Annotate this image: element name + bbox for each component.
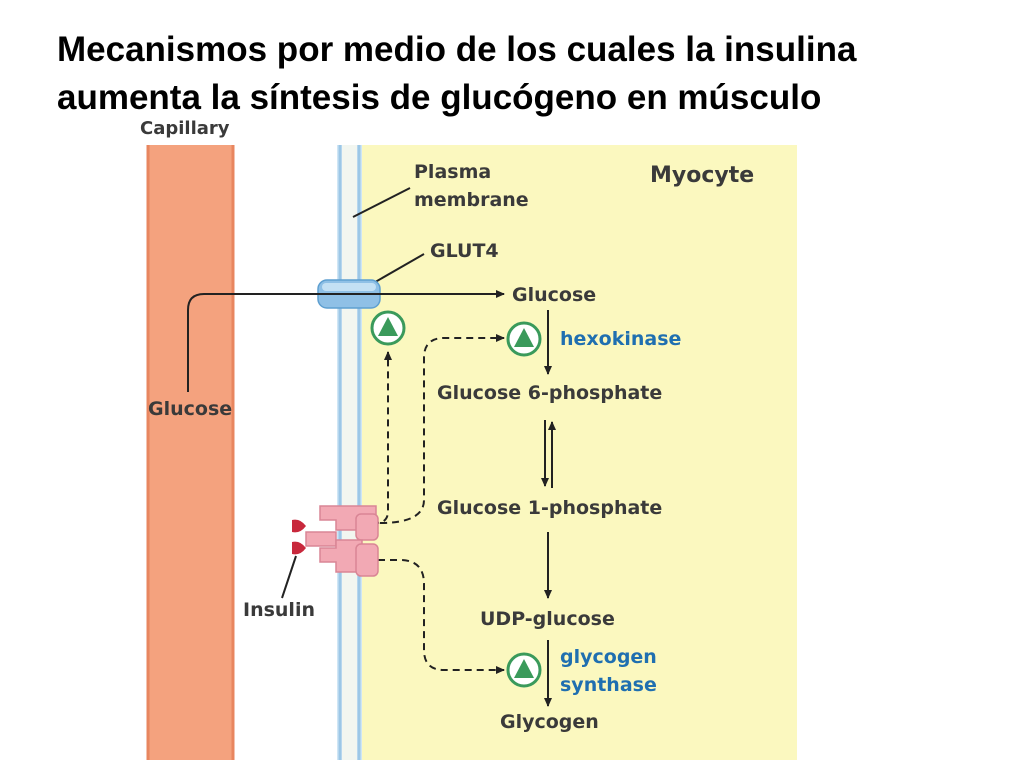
myocyte-label: Myocyte <box>650 163 754 188</box>
activation-icon-glut4 <box>370 310 406 346</box>
glucose-6-phosphate-label: Glucose 6-phosphate <box>437 382 662 404</box>
myocyte-region <box>358 145 797 760</box>
signal-to-glycogen-synthase <box>378 559 505 674</box>
glycogen-label: Glycogen <box>500 711 599 733</box>
glut4-label: GLUT4 <box>430 240 499 262</box>
activation-icon-hexokinase <box>506 321 542 357</box>
insulin-molecule-icon <box>292 519 306 555</box>
capillary-vessel <box>147 145 234 760</box>
membrane-core <box>342 145 357 760</box>
glucose-1-phosphate-label: Glucose 1-phosphate <box>437 497 662 519</box>
glucose-label: Glucose <box>512 284 596 306</box>
glycogen-synthase-label-line-2: synthase <box>560 674 657 696</box>
glycogen-synthase-label-line-1: glycogen <box>560 646 657 668</box>
insulin-pointer <box>281 555 297 599</box>
signal-to-hexokinase <box>379 334 505 524</box>
glucose-outside-label: Glucose <box>148 398 232 420</box>
insulin-label: Insulin <box>243 599 315 621</box>
plasma-membrane-pointer <box>352 187 411 218</box>
plasma-membrane-label-line-2: membrane <box>414 189 529 211</box>
activation-icon-glycogen-synthase <box>506 652 542 688</box>
glucose-uptake-arrow <box>187 290 505 392</box>
glut4-highlight <box>322 283 376 291</box>
udp-glucose-label: UDP-glucose <box>480 608 615 630</box>
slide-title: Mecanismos por medio de los cuales la in… <box>57 26 1017 122</box>
hexokinase-label: hexokinase <box>560 328 681 350</box>
plasma-membrane-label-line-1: Plasma <box>414 161 491 183</box>
insulin-receptor-icon <box>305 505 379 577</box>
glut4-pointer <box>369 253 425 286</box>
slide-title-line-1: Mecanismos por medio de los cuales la in… <box>57 30 857 69</box>
slide-title-line-2: aumenta la síntesis de glucógeno en músc… <box>57 78 822 117</box>
capillary-label: Capillary <box>140 118 230 139</box>
